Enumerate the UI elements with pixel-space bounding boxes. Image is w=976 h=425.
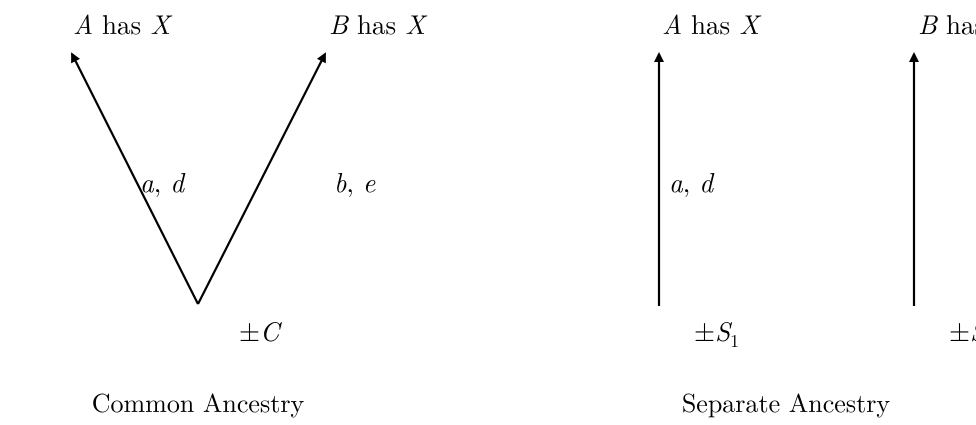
- common-ancestry-panel: A has X B has X a, d b, e ±C Common Ance…: [10, 4, 470, 420]
- edge-c-to-b: [197, 52, 326, 305]
- edge-label-a-d-separate: a, d: [606, 162, 758, 200]
- node-b-has-x-separate: B has X: [855, 4, 976, 42]
- separate-ancestry-panel: A has X B has X a, d b, e ±S1 ±S2 Separa…: [599, 4, 976, 420]
- caption-separate-ancestry: Separate Ancestry: [682, 383, 891, 420]
- node-a-has-x-separate: A has X: [599, 4, 804, 42]
- edge-label-b-e-separate: b, e: [920, 162, 976, 200]
- root-node-s1: ±S1: [631, 311, 784, 355]
- edge-label-b-e: b, e: [271, 162, 420, 200]
- caption-common-ancestry: Common Ancestry: [92, 383, 305, 420]
- node-a-has-x: A has X: [10, 4, 215, 42]
- node-b-has-x: B has X: [266, 4, 470, 42]
- root-node-s2: ±S2: [886, 311, 976, 355]
- edge-label-a-d: a, d: [77, 162, 229, 200]
- edge-c-to-a: [71, 52, 199, 305]
- root-node-c: ±C: [176, 311, 324, 349]
